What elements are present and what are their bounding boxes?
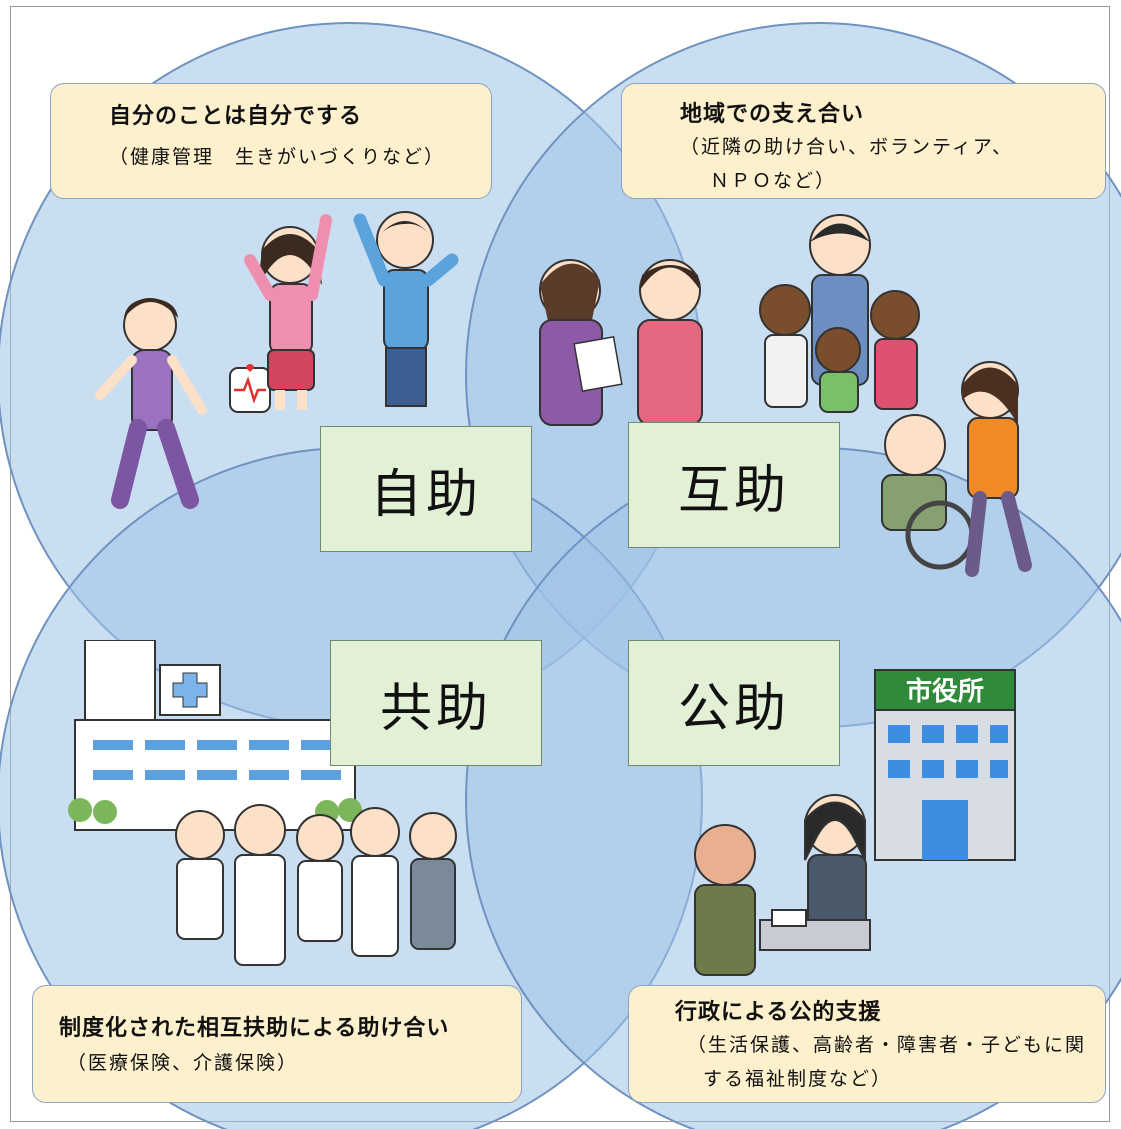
callout-detail-2: する福祉制度など）	[703, 1068, 893, 1090]
callout-heading: 制度化された相互扶助による助け合い	[59, 1016, 450, 1041]
callout-mutual-help: 地域での支え合い （近隣の助け合い、ボランティア、 ＮＰＯなど）	[621, 83, 1106, 199]
callout-public-help: 行政による公的支援 （生活保護、高齢者・障害者・子どもに関 する福祉制度など）	[628, 985, 1106, 1103]
label-public-help: 公助	[628, 640, 840, 766]
callout-detail: （医療保険、介護保険）	[67, 1052, 299, 1074]
callout-detail-2: ＮＰＯなど）	[710, 170, 837, 192]
neighbors-helping-icon	[539, 214, 1032, 577]
people-exercising-icon	[95, 211, 459, 509]
callout-self-help: 自分のことは自分でする （健康管理 生きがいづくりなど）	[50, 83, 492, 199]
callout-heading: 自分のことは自分でする	[109, 104, 363, 129]
label-self-help: 自助	[320, 426, 532, 552]
city-hall-sign: 市役所	[906, 676, 984, 707]
callout-heading: 行政による公的支援	[675, 1000, 882, 1025]
callout-heading: 地域での支え合い	[680, 102, 865, 127]
city-hall-icon: 市役所	[694, 669, 1016, 976]
label-cooperative-help: 共助	[330, 640, 542, 766]
callout-detail: （近隣の助け合い、ボランティア、	[680, 136, 1013, 158]
callout-detail: （生活保護、高齢者・障害者・子どもに関	[687, 1034, 1087, 1056]
hospital-staff-icon	[68, 640, 457, 966]
callout-cooperative-help: 制度化された相互扶助による助け合い （医療保険、介護保険）	[32, 985, 522, 1103]
label-mutual-help: 互助	[628, 422, 840, 548]
callout-detail: （健康管理 生きがいづくりなど）	[109, 146, 446, 168]
